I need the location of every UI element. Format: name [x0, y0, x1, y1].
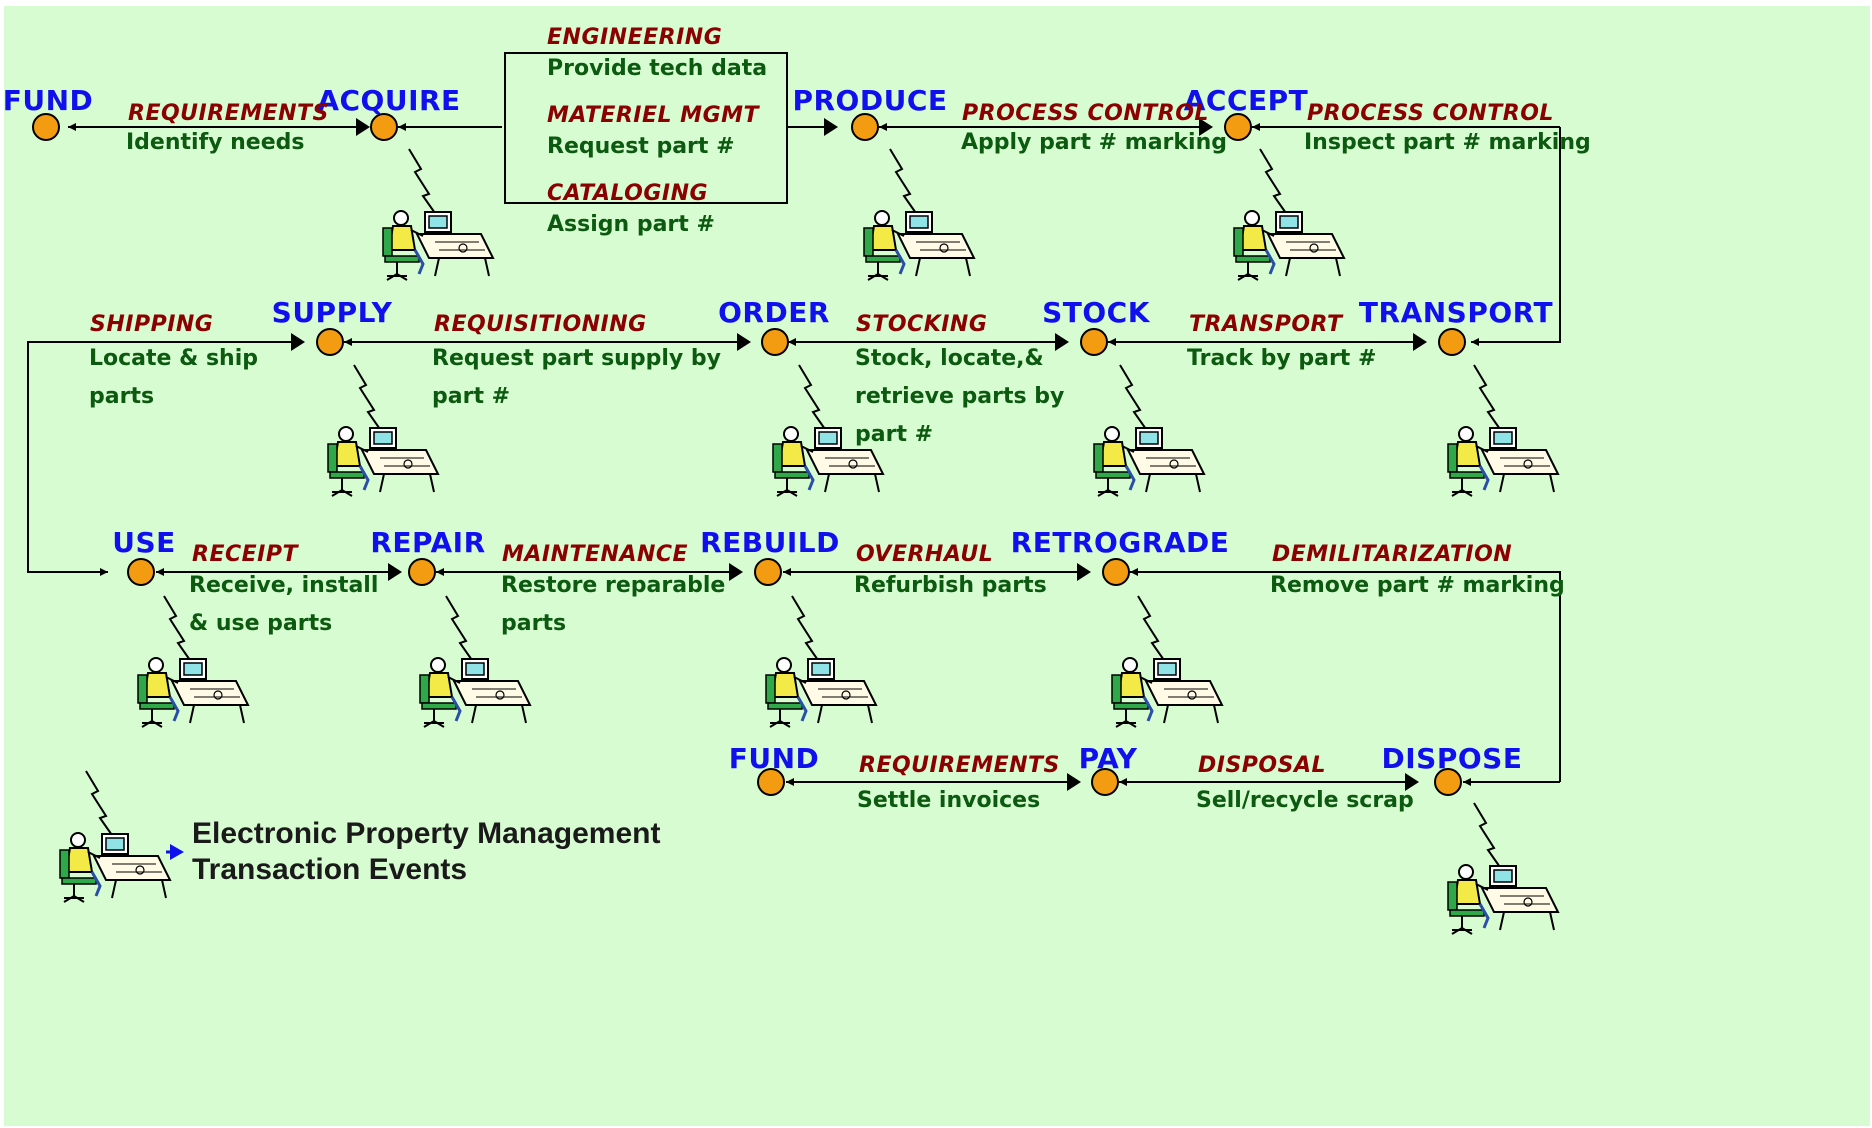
- desc-track-part: Track by part #: [1187, 346, 1377, 371]
- node-dot-acquire: [370, 113, 398, 141]
- connector-supply-to-use: [27, 341, 294, 576]
- arrowhead-produce-left: [824, 118, 838, 136]
- label-demilitarization: DEMILITARIZATION: [1272, 542, 1513, 567]
- label-disposal: DISPOSAL: [1198, 753, 1327, 778]
- node-fund-top: FUND: [2, 84, 94, 117]
- node-use: USE: [112, 526, 176, 559]
- node-produce: PRODUCE: [792, 84, 948, 117]
- arrowhead-accept-left: [1199, 118, 1213, 136]
- worker-icon-rebuild: [764, 594, 878, 729]
- arrowhead-order-left: [737, 333, 751, 351]
- worker-icon-produce: [862, 147, 976, 282]
- arrowhead-supply-left: [291, 333, 305, 351]
- label-process-control-2: PROCESS CONTROL: [1307, 101, 1554, 126]
- node-dispose: DISPOSE: [1381, 742, 1523, 775]
- flow-diagram: FUND ACQUIRE PRODUCE ACCEPT SUPPLY ORDER…: [2, 6, 1870, 1126]
- desc-locate-ship-2: parts: [89, 384, 155, 409]
- desc-request-supply: Request part supply by: [432, 346, 721, 371]
- legend-arrow-icon: [170, 844, 184, 860]
- desc-request-part: Request part #: [547, 134, 735, 159]
- flow-lines: [27, 52, 1561, 936]
- arrowhead-dispose-left: [1405, 773, 1419, 791]
- label-receipt: RECEIPT: [192, 542, 298, 567]
- node-dot-pay: [1091, 768, 1119, 796]
- worker-icon-dispose: [1446, 801, 1560, 936]
- desc-restore-2: parts: [501, 611, 567, 636]
- arrowhead-stock-left: [1055, 333, 1069, 351]
- worker-icon-acquire: [381, 147, 495, 282]
- desc-assign-part: Assign part #: [547, 212, 715, 237]
- desc-locate-ship: Locate & ship: [89, 346, 259, 371]
- node-dot-transport: [1438, 328, 1466, 356]
- node-repair: REPAIR: [370, 526, 486, 559]
- label-shipping: SHIPPING: [90, 312, 214, 337]
- node-retrograde: RETROGRADE: [1010, 526, 1230, 559]
- node-dot-supply: [316, 328, 344, 356]
- legend-line-2: Transaction Events: [192, 853, 468, 886]
- desc-refurbish: Refurbish parts: [854, 573, 1047, 598]
- legend-worker-icon: [58, 769, 172, 904]
- legend-line-1: Electronic Property Management: [192, 817, 661, 850]
- desc-inspect-marking: Inspect part # marking: [1304, 130, 1591, 155]
- node-rebuild: REBUILD: [700, 526, 840, 559]
- label-maintenance: MAINTENANCE: [502, 542, 689, 567]
- arrowhead-transport-left: [1413, 333, 1427, 351]
- arrowhead-retrograde-left: [1077, 563, 1091, 581]
- label-process-control-1: PROCESS CONTROL: [962, 101, 1209, 126]
- desc-stock-locate-2: retrieve parts by: [855, 384, 1065, 409]
- label-requirements-top: REQUIREMENTS: [128, 101, 329, 126]
- node-dot-repair: [408, 558, 436, 586]
- label-engineering: ENGINEERING: [547, 25, 723, 50]
- desc-receive-install: Receive, install: [189, 573, 379, 598]
- label-transport: TRANSPORT: [1189, 312, 1343, 337]
- node-dot-produce: [851, 113, 879, 141]
- desc-apply-marking: Apply part # marking: [961, 130, 1227, 155]
- node-dot-fund-top: [32, 113, 60, 141]
- node-acquire: ACQUIRE: [317, 84, 461, 117]
- desc-provide-tech-data: Provide tech data: [547, 56, 768, 81]
- node-dot-use: [127, 558, 155, 586]
- label-overhaul: OVERHAUL: [856, 542, 994, 567]
- node-supply: SUPPLY: [271, 296, 393, 329]
- arrowhead-pay-left: [1067, 773, 1081, 791]
- desc-sell-recycle: Sell/recycle scrap: [1196, 788, 1414, 813]
- desc-stock-locate: Stock, locate,&: [855, 346, 1044, 371]
- arrowhead-repair-left: [388, 563, 402, 581]
- desc-restore: Restore reparable: [501, 573, 726, 598]
- arrowhead-acquire-left: [356, 118, 370, 136]
- worker-icon-supply: [326, 363, 440, 498]
- worker-icon-stock: [1092, 363, 1206, 498]
- arrowhead-rebuild-left: [729, 563, 743, 581]
- desc-remove-marking: Remove part # marking: [1270, 573, 1565, 598]
- connector-right-to-retrograde: [1130, 568, 1561, 782]
- node-dot-retrograde: [1102, 558, 1130, 586]
- worker-icon-accept: [1232, 147, 1346, 282]
- label-requisitioning: REQUISITIONING: [434, 312, 647, 337]
- node-dot-accept: [1224, 113, 1252, 141]
- node-fund-bottom: FUND: [728, 742, 820, 775]
- label-materiel-mgmt: MATERIEL MGMT: [547, 103, 760, 128]
- node-pay: PAY: [1078, 742, 1138, 775]
- node-dot-dispose: [1434, 768, 1462, 796]
- connector-right-to-transport: [1471, 127, 1561, 346]
- node-order: ORDER: [718, 296, 830, 329]
- node-accept: ACCEPT: [1183, 84, 1309, 117]
- node-dot-rebuild: [754, 558, 782, 586]
- label-cataloging: CATALOGING: [547, 181, 709, 206]
- label-stocking: STOCKING: [856, 312, 988, 337]
- desc-identify-needs: Identify needs: [126, 130, 305, 155]
- desc-stock-locate-3: part #: [855, 422, 934, 447]
- node-transport: TRANSPORT: [1358, 296, 1554, 329]
- label-requirements-bottom: REQUIREMENTS: [859, 753, 1060, 778]
- node-dot-fund-bottom: [757, 768, 785, 796]
- node-dot-order: [761, 328, 789, 356]
- worker-icon-retrograde: [1110, 594, 1224, 729]
- node-dot-stock: [1080, 328, 1108, 356]
- worker-icon-transport: [1446, 363, 1560, 498]
- node-stock: STOCK: [1042, 296, 1150, 329]
- desc-request-supply-2: part #: [432, 384, 511, 409]
- desc-settle-invoices: Settle invoices: [857, 788, 1041, 813]
- desc-receive-install-2: & use parts: [189, 611, 333, 636]
